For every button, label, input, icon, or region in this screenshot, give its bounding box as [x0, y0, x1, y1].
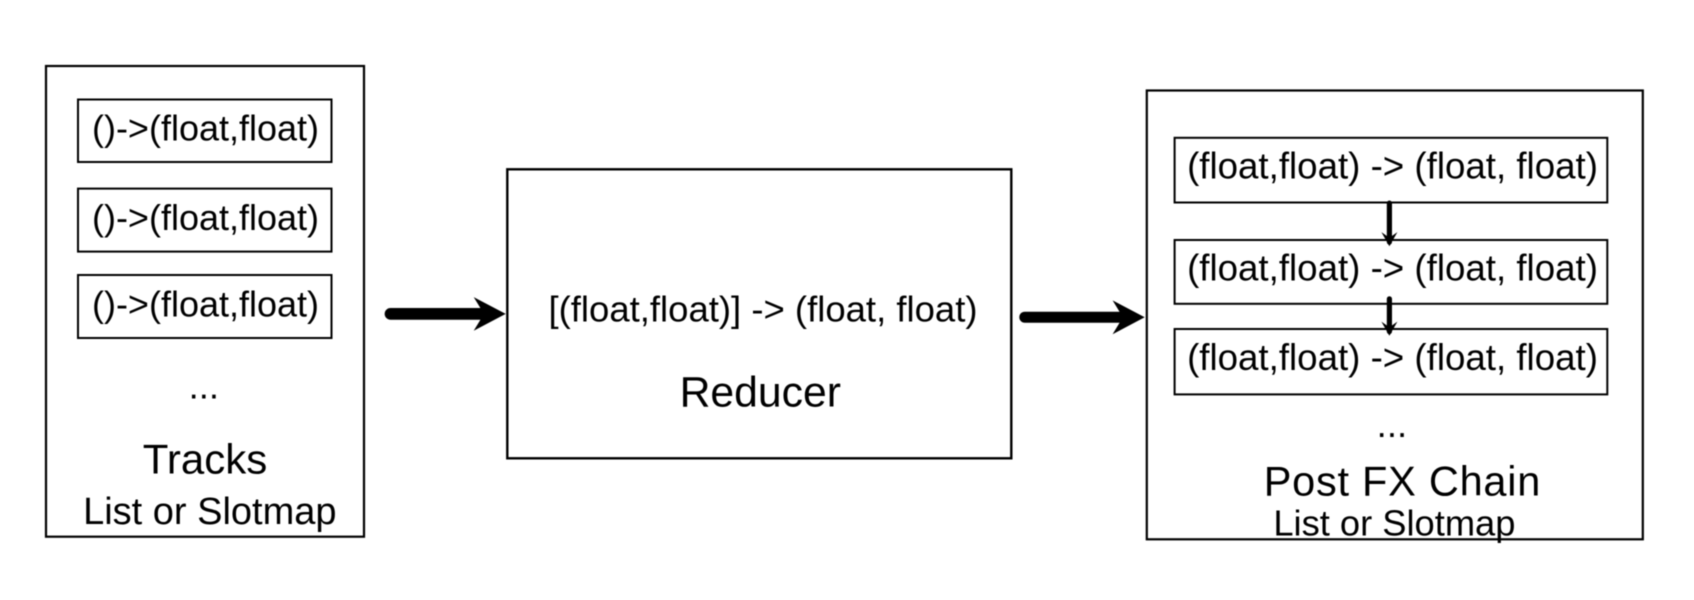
svg-text:Tracks: Tracks — [143, 436, 267, 483]
svg-text:()->(float,float): ()->(float,float) — [92, 283, 319, 324]
svg-text:List or Slotmap: List or Slotmap — [1273, 502, 1515, 543]
svg-text:[(float,float)] -> (float, flo: [(float,float)] -> (float, float) — [548, 288, 977, 329]
svg-text:()->(float,float): ()->(float,float) — [92, 197, 319, 238]
svg-text:...: ... — [1377, 404, 1407, 445]
svg-text:List or Slotmap: List or Slotmap — [83, 491, 336, 533]
svg-text:(float,float) -> (float, float: (float,float) -> (float, float) — [1187, 337, 1598, 378]
svg-text:...: ... — [189, 366, 219, 407]
svg-text:(float,float) -> (float, float: (float,float) -> (float, float) — [1187, 146, 1598, 187]
svg-text:Reducer: Reducer — [680, 368, 841, 416]
svg-text:()->(float,float): ()->(float,float) — [92, 108, 319, 149]
svg-text:(float,float) -> (float, float: (float,float) -> (float, float) — [1187, 247, 1598, 288]
svg-text:Post FX Chain: Post FX Chain — [1264, 457, 1541, 504]
